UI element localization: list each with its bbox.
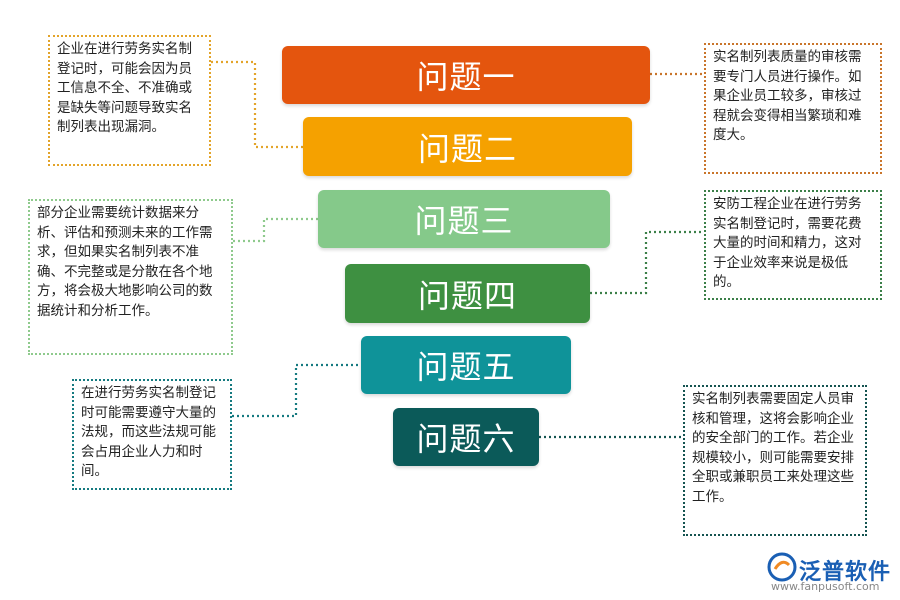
issue-bar-3: 问题三 — [318, 190, 610, 248]
note-issue-4: 安防工程企业在进行劳务实名制登记时，需要花费大量的时间和精力，这对于企业效率来说… — [704, 190, 882, 300]
brand-logo: 泛普软件 www.fanpusoft.com — [765, 552, 895, 598]
note-issue-5: 在进行劳务实名制登记时可能需要遵守大量的法规，而这些法规可能会占用企业人力和时间… — [72, 379, 232, 490]
issue-bar-1: 问题一 — [282, 46, 650, 104]
issue-bar-3-label: 问题三 — [414, 202, 514, 240]
issue-bar-5: 问题五 — [361, 336, 571, 394]
connector-note3-bar3 — [233, 217, 318, 243]
issue-bar-2-label: 问题二 — [417, 129, 517, 168]
note-issue-3-text: 部分企业需要统计数据来分析、评估和预测未来的工作需求，但如果实名制列表不准确、不… — [37, 205, 213, 319]
note-issue-2: 实名制列表质量的审核需要专门人员进行操作。如果企业员工较多，审核过程就会变得相当… — [704, 43, 882, 174]
issue-bar-4: 问题四 — [345, 264, 590, 323]
logo-url: www.fanpusoft.com — [771, 580, 880, 593]
issue-bar-6: 问题六 — [393, 408, 539, 466]
note-issue-2-text: 实名制列表质量的审核需要专门人员进行操作。如果企业员工较多，审核过程就会变得相当… — [713, 49, 862, 143]
issue-bar-6-label: 问题六 — [416, 420, 516, 458]
note-issue-6-text: 实名制列表需要固定人员审核和管理，这将会影响企业的安全部门的工作。若企业规模较小… — [692, 391, 854, 505]
issue-bar-4-label: 问题四 — [417, 276, 517, 315]
issue-bar-2: 问题二 — [303, 117, 632, 176]
note-issue-3: 部分企业需要统计数据来分析、评估和预测未来的工作需求，但如果实名制列表不准确、不… — [28, 199, 233, 355]
logo-icon — [767, 552, 797, 582]
issue-bar-5-label: 问题五 — [416, 348, 516, 386]
note-issue-1-text: 企业在进行劳务实名制登记时，可能会因为员工信息不全、不准确或是缺失等问题导致实名… — [57, 41, 192, 135]
logo-text: 泛普软件 — [799, 560, 892, 585]
note-issue-6: 实名制列表需要固定人员审核和管理，这将会影响企业的安全部门的工作。若企业规模较小… — [683, 385, 867, 536]
connector-note5-bar5 — [232, 363, 361, 418]
note-issue-5-text: 在进行劳务实名制登记时可能需要遵守大量的法规，而这些法规可能会占用企业人力和时间… — [81, 385, 216, 479]
connector-note1-bar2 — [211, 60, 303, 149]
note-issue-1: 企业在进行劳务实名制登记时，可能会因为员工信息不全、不准确或是缺失等问题导致实名… — [48, 35, 211, 166]
note-issue-4-text: 安防工程企业在进行劳务实名制登记时，需要花费大量的时间和精力，这对于企业效率来说… — [713, 196, 862, 290]
connector-bar4-note4 — [590, 230, 704, 295]
issue-bar-1-label: 问题一 — [416, 58, 516, 96]
